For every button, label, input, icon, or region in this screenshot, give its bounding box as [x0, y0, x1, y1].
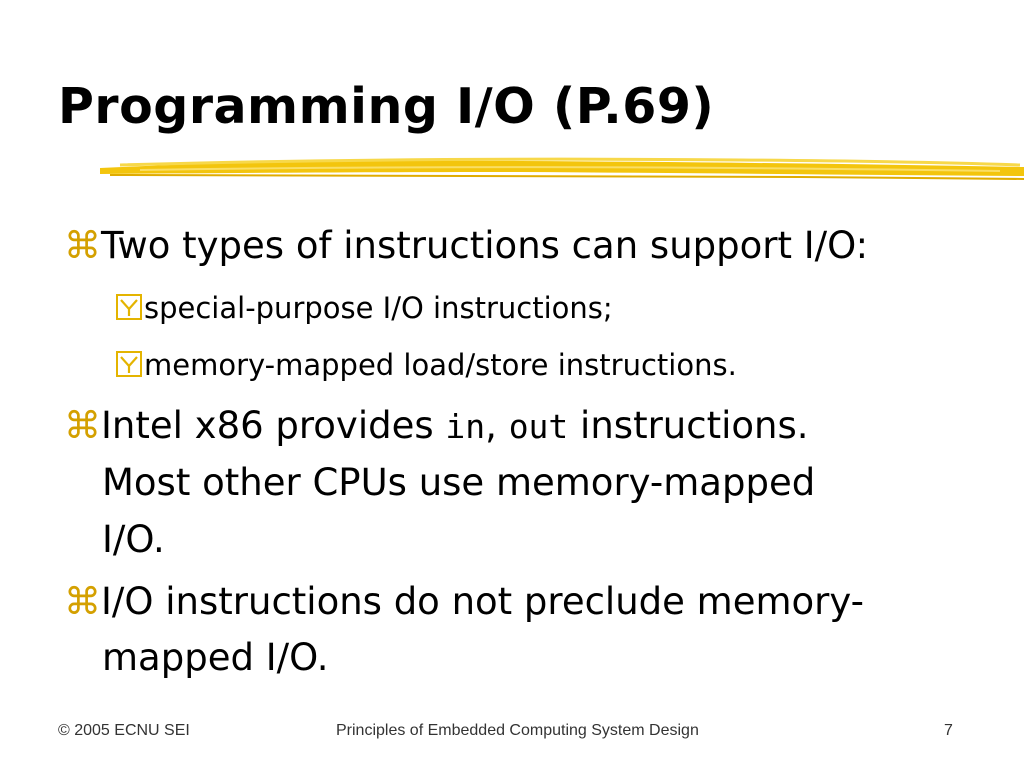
title-underline-brushstroke: [100, 157, 1024, 180]
slide-title: Programming I/O (P.69): [58, 78, 715, 135]
command-key-icon: ⌘: [64, 580, 101, 623]
bullet-item: ⌘Two types of instructions can support I…: [64, 218, 868, 274]
footer-copyright: © 2005 ECNU SEI: [58, 722, 190, 739]
bullet-item: ⌘Intel x86 provides in, out instructions…: [64, 398, 809, 455]
footer-course-title: Principles of Embedded Computing System …: [336, 722, 699, 739]
sub-bullet-text: memory-mapped load/store instructions.: [144, 348, 737, 382]
bullet-text: Two types of instructions can support I/…: [101, 224, 869, 267]
bullet-item: ⌘I/O instructions do not preclude memory…: [64, 574, 864, 630]
sub-bullet-text: special-purpose I/O instructions;: [144, 291, 613, 325]
bullet-continuation-line: mapped I/O.: [102, 636, 329, 679]
sub-bullet-item: special-purpose I/O instructions;: [116, 288, 613, 328]
checkbox-y-icon: [116, 294, 142, 320]
bullet-text-separator: ,: [485, 404, 509, 447]
command-key-icon: ⌘: [64, 404, 101, 447]
command-key-icon: ⌘: [64, 224, 101, 267]
footer-page-number: 7: [944, 722, 953, 739]
bullet-text-suffix: instructions.: [568, 404, 809, 447]
code-out: out: [508, 407, 569, 446]
bullet-text: I/O instructions do not preclude memory-: [101, 580, 864, 623]
bullet-continuation-line: Most other CPUs use memory-mapped: [102, 461, 816, 504]
code-in: in: [445, 407, 486, 446]
sub-bullet-item: memory-mapped load/store instructions.: [116, 345, 737, 385]
bullet-continuation-line: I/O.: [102, 518, 165, 561]
checkbox-y-icon: [116, 351, 142, 377]
bullet-text-prefix: Intel x86 provides: [101, 404, 446, 447]
